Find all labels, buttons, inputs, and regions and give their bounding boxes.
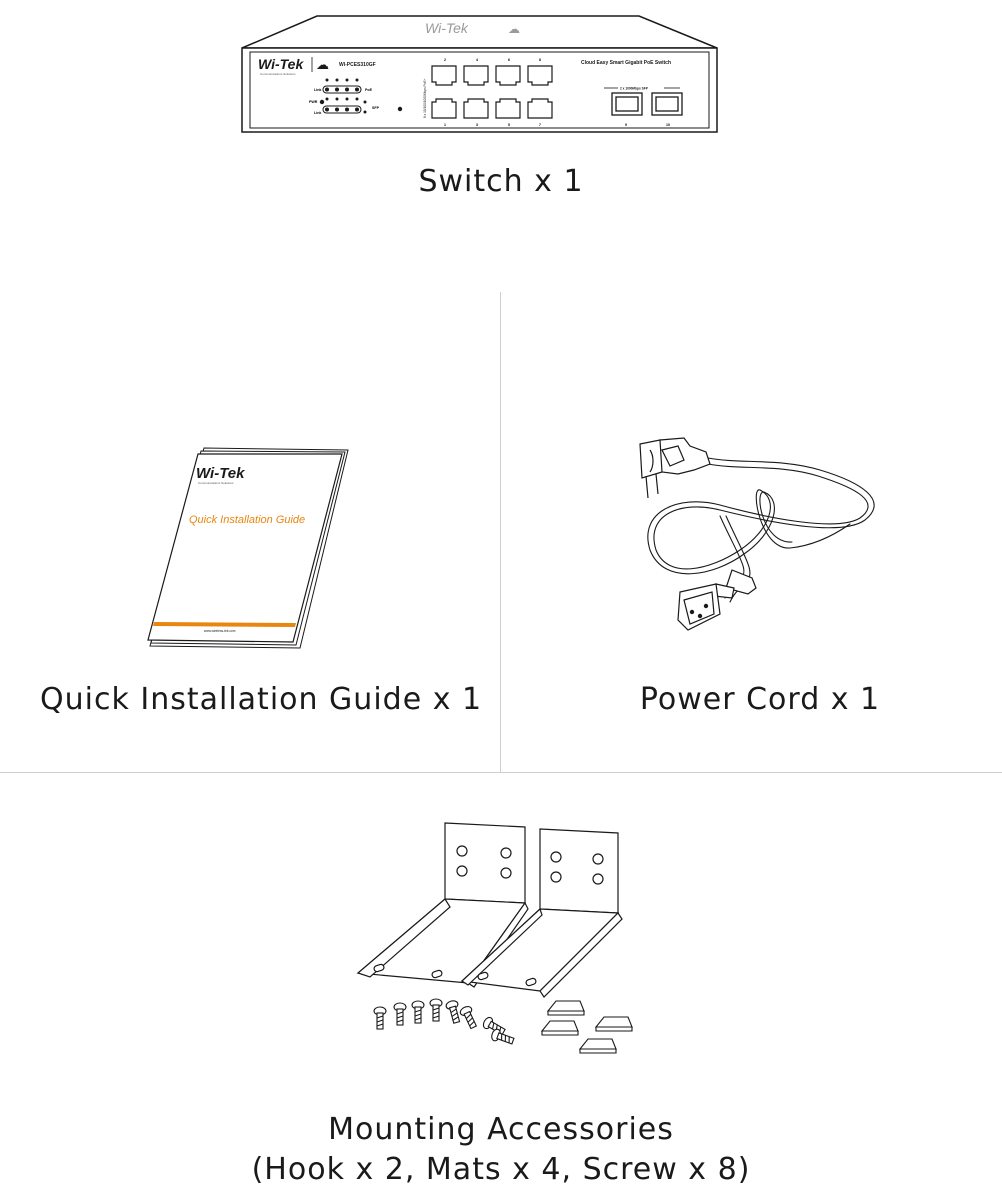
guide-logo: Wi-Tek [196,465,245,482]
led-label-link: Link [314,88,321,92]
mounting-hook-2 [460,828,623,998]
mounting-hook-1 [356,822,529,988]
mounting-caption-line2: (Hook x 2, Mats x 4, Screw x 8) [251,1152,751,1187]
port-num-6: 6 [508,58,510,62]
led-indicators [319,78,367,114]
iec-connector [677,569,757,631]
sfp-label: 2 x 1000Mbps SFP [620,87,649,91]
led-label-pwr: PWR [309,100,318,104]
guide-tagline: Communications Solutions [198,481,234,485]
vertical-divider [500,292,501,772]
guide-url: www.wireless-tek.com [204,629,236,633]
guide-cover [147,453,343,643]
switch-model: WI-PCES310GF [339,62,376,68]
led-label-poe: PoE [365,88,373,92]
port-num-5: 5 [508,123,510,127]
mounting-caption-line1: Mounting Accessories [328,1112,674,1147]
switch-lid-cloud-icon: ☁ [508,22,520,36]
switch-caption: Switch x 1 [418,164,584,199]
switch-illustration: Wi-Tek ☁ Wi-Tek Communications Solutions… [241,15,718,133]
guide-title: Quick Installation Guide [189,514,305,526]
port-num-7: 7 [539,123,541,127]
guide-booklet-illustration: Wi-Tek Communications Solutions Quick In… [147,447,349,649]
sfp-num-10: 10 [666,123,670,127]
rj45-side-label: 8 x 10/100/1000Mbps PoE+ [423,78,427,118]
schuko-plug [639,437,711,499]
guide-orange-band [153,622,296,627]
led-label-link2: Link [314,111,321,115]
port-num-1: 1 [444,123,446,127]
port-num-4: 4 [476,58,478,62]
switch-lid-logo: Wi-Tek [425,20,469,36]
led-label-sfp: SFP [372,106,380,110]
switch-product-line: Cloud Easy Smart Gigabit PoE Switch [581,60,671,66]
reset-button [397,106,403,112]
horizontal-divider [0,772,1002,773]
switch-front-logo: Wi-Tek [258,56,304,72]
switch-front-tagline: Communications Solutions [260,72,296,76]
power-cord-caption: Power Cord x 1 [639,682,881,717]
port-num-3: 3 [476,123,478,127]
port-num-2: 2 [444,58,446,62]
mounting-accessories-illustration [356,822,633,1054]
sfp-ports [611,92,683,116]
guide-caption: Quick Installation Guide x 1 [40,682,483,717]
sfp-num-9: 9 [625,123,627,127]
switch-lid [241,15,718,49]
screws [373,998,515,1045]
power-cord-illustration [639,437,875,631]
rj45-ports [431,65,553,119]
switch-cloud-icon: ☁ [316,57,329,72]
rubber-mats [540,1000,633,1054]
port-num-8: 8 [539,58,541,62]
